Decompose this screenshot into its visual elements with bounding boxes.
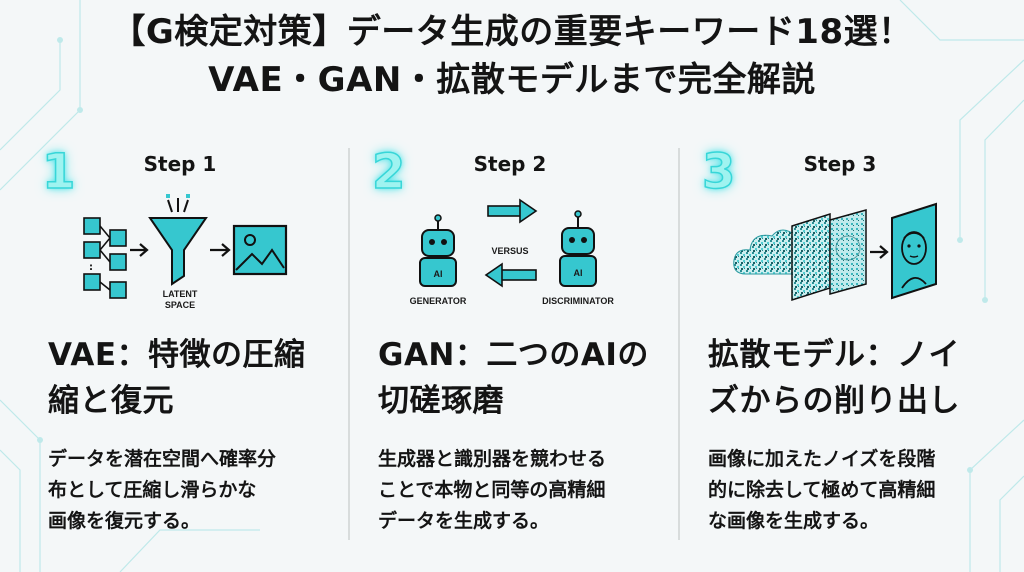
step-2-description-line-2: ことで本物と同等の高精細: [378, 479, 606, 501]
title-line-1: 【G検定対策】データ生成の重要キーワード18選！: [111, 12, 913, 52]
step-2-number: 2: [371, 143, 406, 201]
generator-ai-text: AI: [434, 269, 443, 279]
step-2-description-line-1: 生成器と識別器を競わせる: [378, 448, 607, 470]
step-3-description-line-1: 画像に加えたノイズを段階: [708, 448, 936, 470]
step-2-column: 2 Step 2 AI AI VERSUS GENERATOR DISCRIMI…: [350, 142, 670, 552]
funnel-icon: [148, 194, 208, 286]
column-divider-2: [678, 148, 680, 540]
step-3-number: 3: [701, 143, 736, 201]
latent-caption-1: LATENT: [163, 289, 198, 299]
discriminator-ai-text: AI: [574, 268, 583, 278]
generator-robot-icon: AI: [419, 214, 457, 287]
latent-caption-2: SPACE: [165, 300, 195, 310]
image-icon: [232, 224, 288, 276]
page-title: 【G検定対策】データ生成の重要キーワード18選！ VAE・GAN・拡散モデルまで…: [0, 8, 1024, 104]
gan-illustration: AI AI VERSUS GENERATOR DISCRIMINATOR: [410, 198, 614, 306]
step-1-column: 1 Step 1 : LATENT SPACE VAE：特徴の圧縮: [20, 142, 340, 552]
step-1-heading-line-1: VAE：特徴の圧縮: [48, 337, 306, 373]
versus-label: VERSUS: [491, 246, 528, 256]
diffusion-illustration: [733, 202, 937, 302]
step-2-description-line-3: データを生成する。: [378, 510, 550, 532]
step-3-description-line-3: な画像を生成する。: [708, 510, 880, 532]
face-panel-icon: [891, 202, 937, 300]
step-1-description-line-1: データを潜在空間へ確率分: [48, 448, 277, 470]
noise-panel-icon: [791, 209, 867, 302]
network-icon: [83, 217, 127, 299]
svg-text::: :: [89, 262, 93, 273]
vae-illustration: : LATENT SPACE: [83, 194, 288, 310]
step-2-label: Step 2: [473, 152, 547, 176]
step-1-label: Step 1: [143, 152, 217, 176]
step-3-column: 3 Step 3: [680, 142, 1000, 552]
discriminator-robot-icon: AI: [559, 210, 597, 287]
step-1-number: 1: [41, 143, 76, 201]
arrow-right-icon: [487, 198, 538, 224]
step-3-heading-line-1: 拡散モデル：ノイ: [708, 337, 960, 373]
step-3-description-line-2: 的に除去して極めて高精細: [708, 479, 936, 501]
step-3-heading: 拡散モデル：ノイ ズからの削り出し: [708, 332, 998, 424]
step-2-description: 生成器と識別器を競わせる ことで本物と同等の高精細 データを生成する。: [378, 444, 668, 537]
generator-caption: GENERATOR: [410, 296, 467, 306]
step-1-description-line-2: 布として圧縮し滑らかな: [48, 479, 257, 501]
title-line-2: VAE・GAN・拡散モデルまで完全解説: [208, 60, 816, 100]
step-2-heading-line-2: 切磋琢磨: [378, 383, 504, 419]
step-3-label: Step 3: [803, 152, 877, 176]
step-3-description: 画像に加えたノイズを段階 的に除去して極めて高精細 な画像を生成する。: [708, 444, 998, 537]
step-2-heading-line-1: GAN：二つのAIの: [378, 337, 649, 373]
step-1-heading-line-2: 縮と復元: [48, 383, 174, 419]
step-2-heading: GAN：二つのAIの 切磋琢磨: [378, 332, 668, 424]
column-divider-1: [348, 148, 350, 540]
step-3-heading-line-2: ズからの削り出し: [708, 383, 960, 419]
discriminator-caption: DISCRIMINATOR: [542, 296, 614, 306]
step-1-description-line-3: 画像を復元する。: [48, 510, 201, 532]
step-1-heading: VAE：特徴の圧縮 縮と復元: [48, 332, 338, 424]
arrow-left-icon: [484, 262, 537, 288]
step-1-description: データを潜在空間へ確率分 布として圧縮し滑らかな 画像を復元する。: [48, 444, 338, 537]
